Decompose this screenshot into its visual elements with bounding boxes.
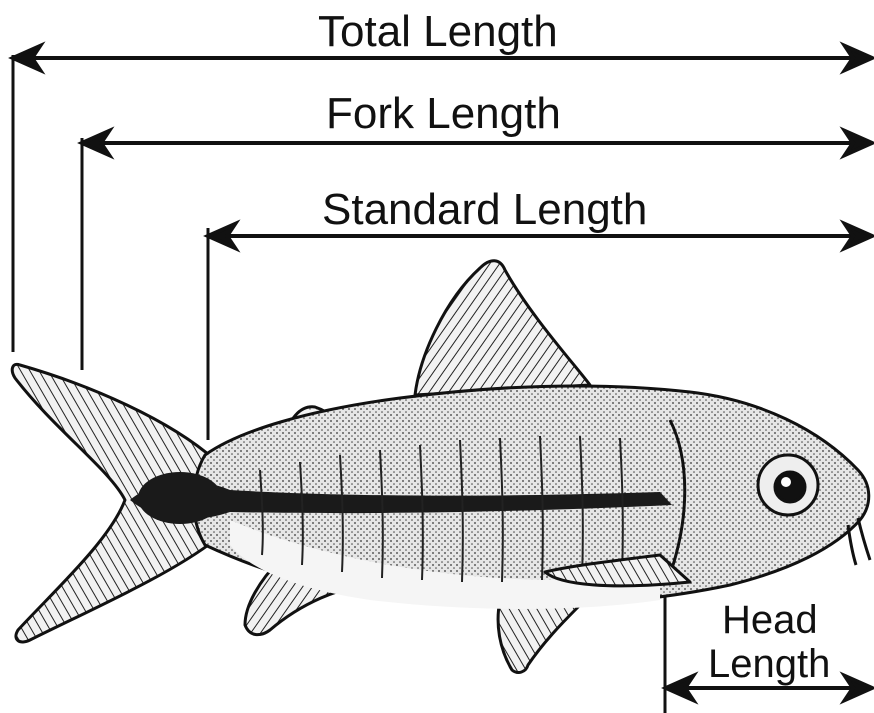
dorsal-fin xyxy=(415,261,590,395)
total-length-label: Total Length xyxy=(318,10,558,54)
barbel xyxy=(848,525,856,565)
anal-fin xyxy=(498,600,585,672)
head-length-label-line2: Length xyxy=(708,644,830,684)
caudal-spot xyxy=(138,472,222,524)
standard-length-label: Standard Length xyxy=(322,188,647,232)
head-length-label-line1: Head xyxy=(722,600,818,640)
barbel xyxy=(858,518,870,560)
fork-length-label: Fork Length xyxy=(326,92,561,136)
pupil xyxy=(775,472,805,502)
